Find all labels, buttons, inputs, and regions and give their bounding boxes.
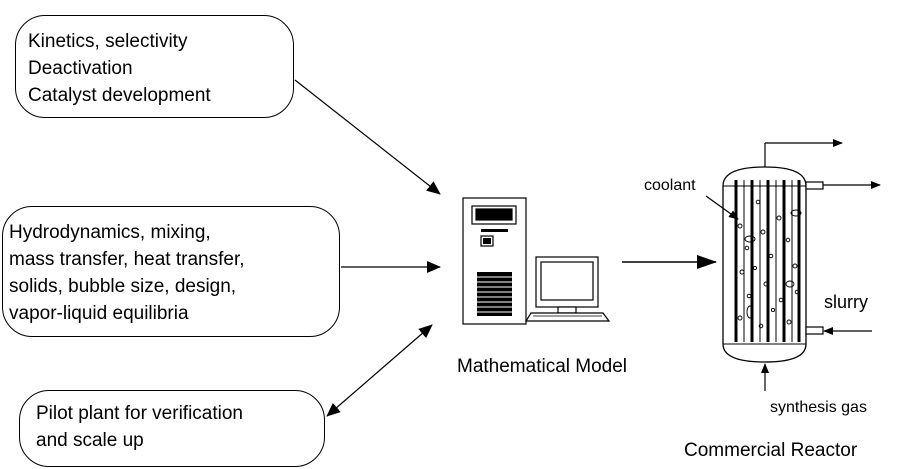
- reactor-piping: [705, 139, 881, 391]
- hydrodynamics-line-2: mass transfer, heat transfer,: [9, 249, 245, 270]
- hydrodynamics-line-3: solids, bubble size, design,: [9, 276, 237, 297]
- kinetics-line-2: Deactivation: [28, 58, 133, 79]
- synthesis-gas-label: synthesis gas: [770, 399, 867, 416]
- kinetics-line-3: Catalyst development: [28, 85, 211, 106]
- pilot-line-2: and scale up: [36, 430, 144, 451]
- slurry-label: slurry: [824, 292, 868, 312]
- computer-icon: [462, 197, 611, 325]
- model-label: Mathematical Model: [457, 356, 628, 377]
- kinetics-line-1: Kinetics, selectivity: [28, 31, 188, 52]
- hydrodynamics-box: Hydrodynamics, mixing, mass transfer, he…: [2, 206, 340, 337]
- arrow-model-pilot-bidirectional: [326, 324, 433, 417]
- hydrodynamics-line-4: vapor-liquid equilibria: [9, 303, 189, 324]
- kinetics-box: Kinetics, selectivity Deactivation Catal…: [15, 15, 294, 118]
- hydrodynamics-line-1: Hydrodynamics, mixing,: [9, 222, 211, 243]
- coolant-label: coolant: [644, 177, 696, 194]
- reactor-vessel: [722, 166, 807, 363]
- reactor-label: Commercial Reactor: [684, 440, 858, 461]
- arrow-kinetics-to-model: [294, 79, 441, 195]
- pilot-line-1: Pilot plant for verification: [36, 403, 243, 424]
- pilot-plant-box: Pilot plant for verification and scale u…: [19, 390, 325, 467]
